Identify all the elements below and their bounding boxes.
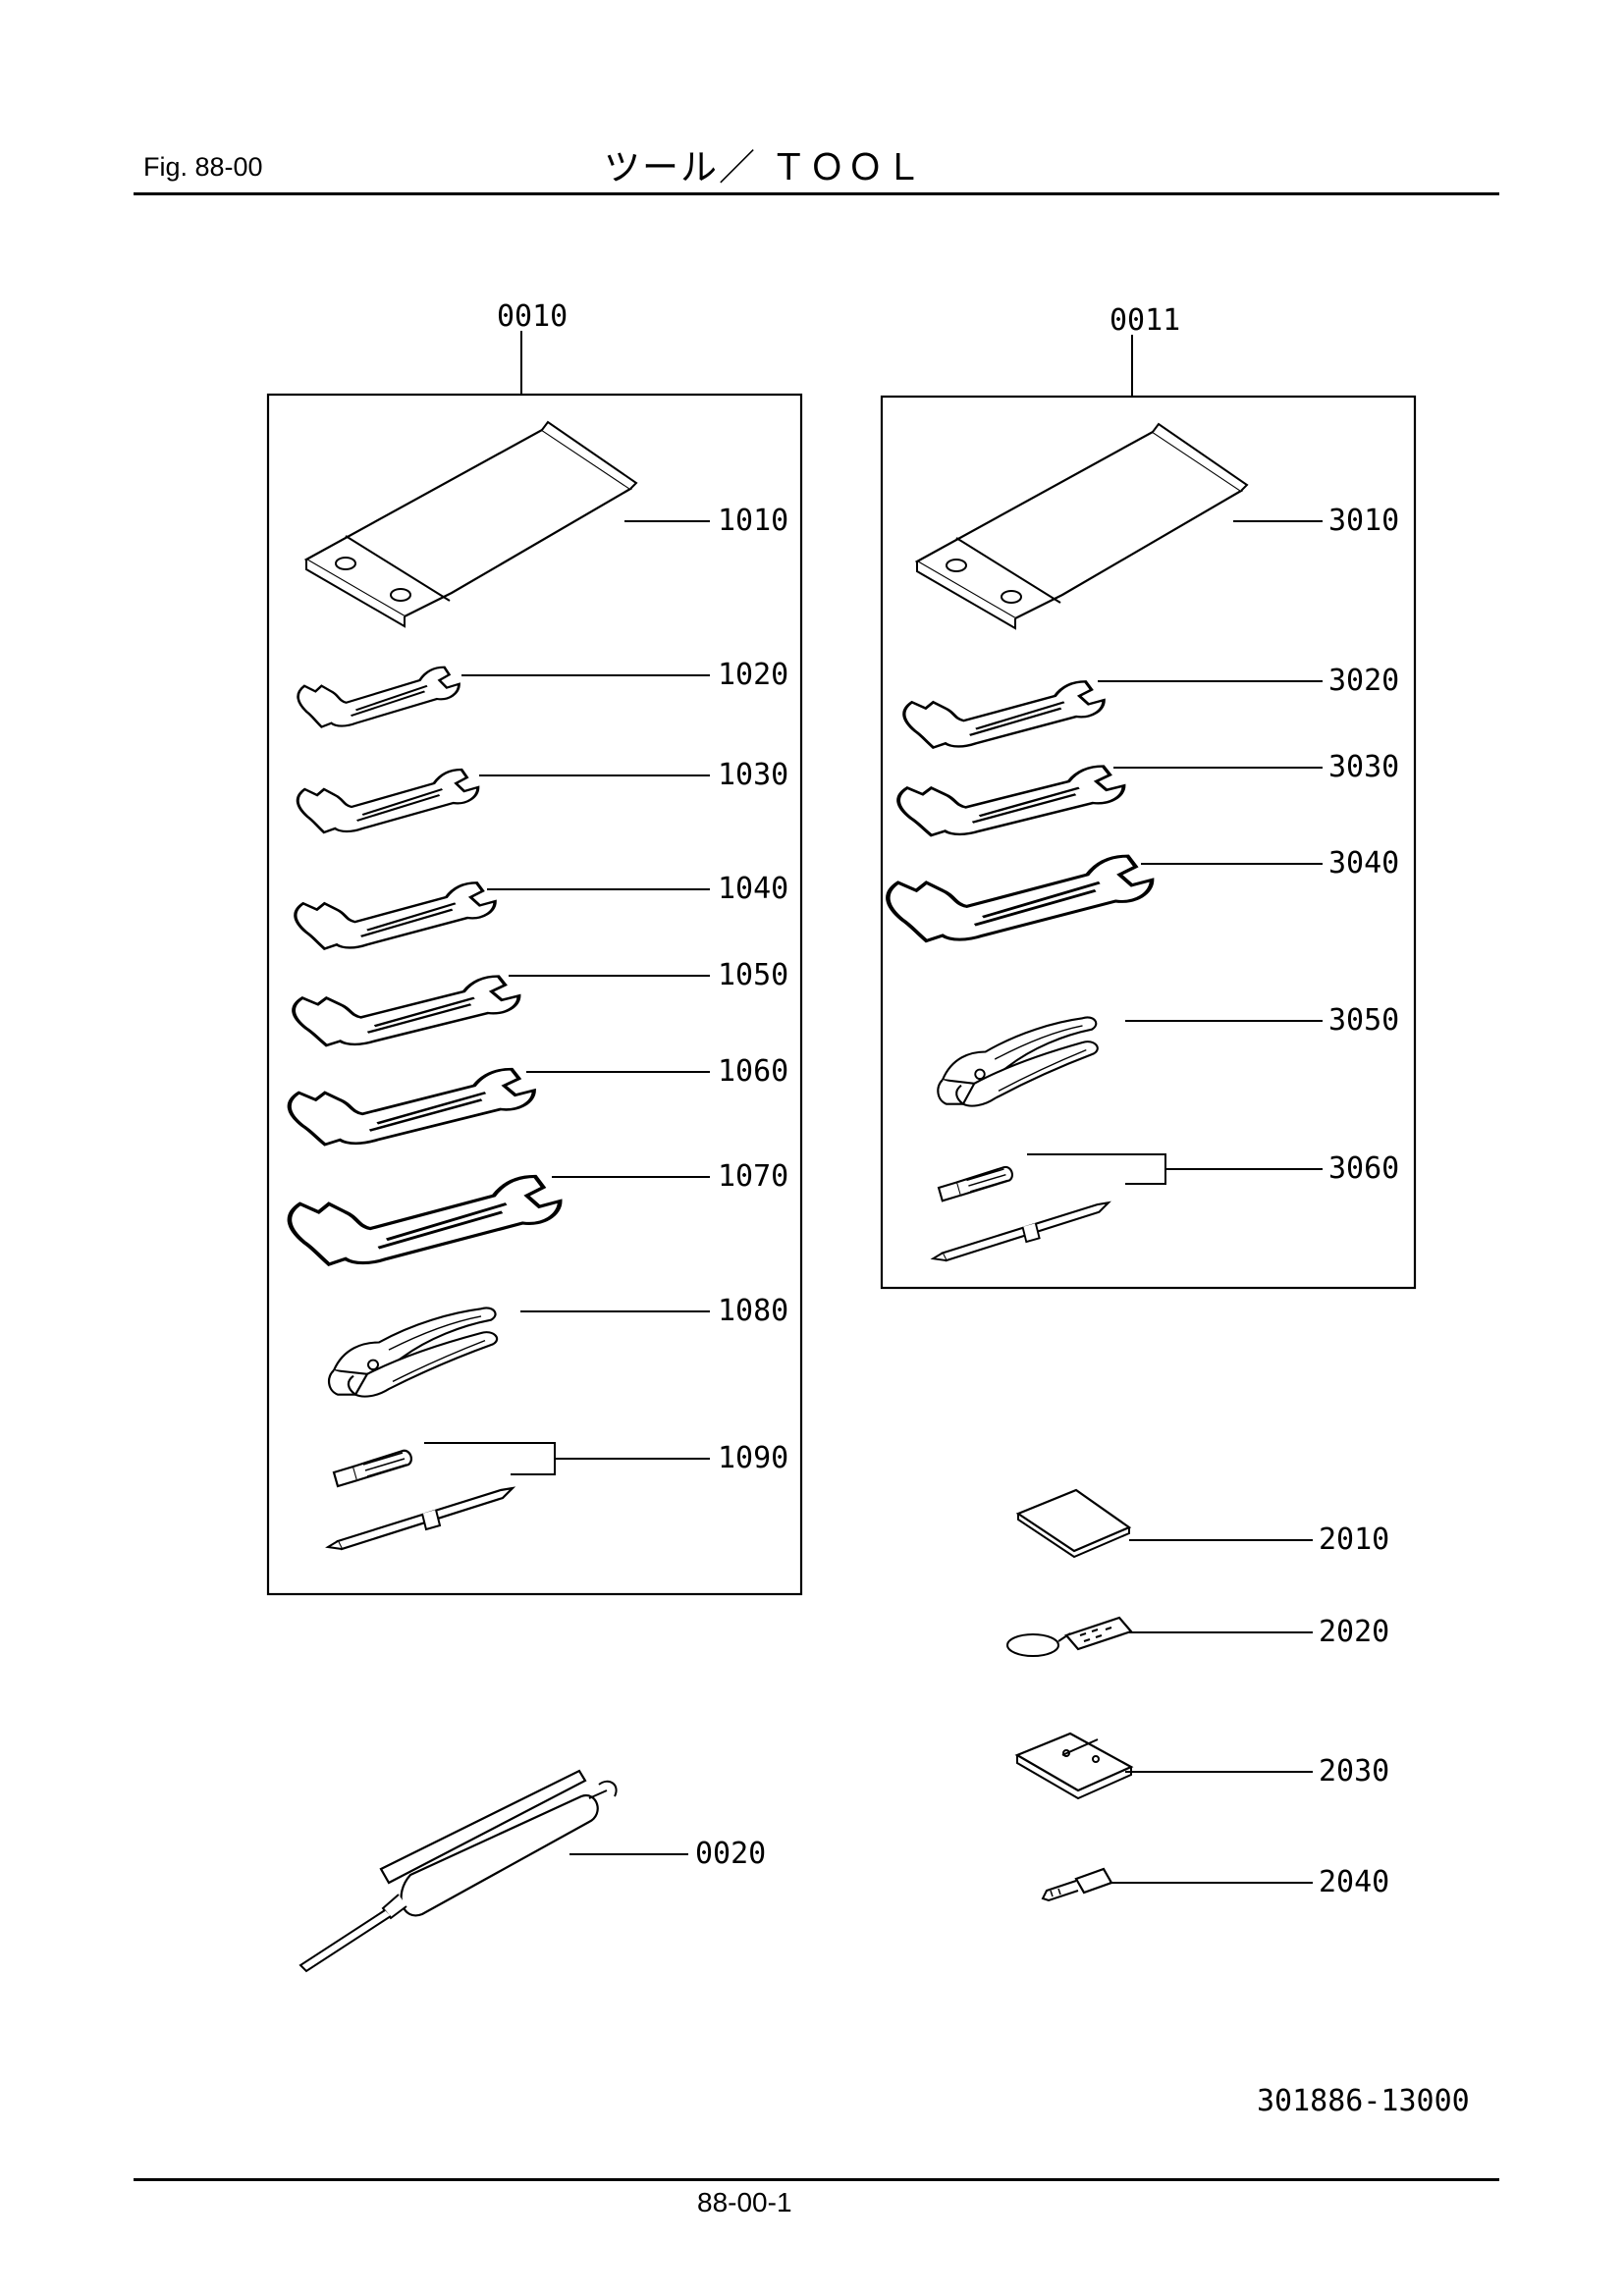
screwdriver-set-3060 xyxy=(932,1165,1110,1262)
wrench-1060 xyxy=(290,1069,534,1145)
callout-2030: 2030 xyxy=(1319,1754,1389,1789)
callout-0020: 0020 xyxy=(695,1837,766,1871)
screwdriver-set-1090 xyxy=(326,1449,514,1551)
figure-label: Fig. 88-00 xyxy=(143,152,263,182)
callout-2040: 2040 xyxy=(1319,1865,1389,1899)
wrench-1030 xyxy=(296,768,480,834)
callout-1080: 1080 xyxy=(718,1294,788,1328)
manual-2010 xyxy=(1015,1488,1132,1559)
document-number: 301886-13000 xyxy=(1257,2084,1470,2118)
kit-0010-frame xyxy=(266,393,803,1596)
callout-2020: 2020 xyxy=(1319,1615,1389,1649)
callout-1060: 1060 xyxy=(718,1054,788,1089)
tool-bag-1010 xyxy=(304,420,638,628)
callout-3040: 3040 xyxy=(1328,846,1399,881)
callout-2010: 2010 xyxy=(1319,1522,1389,1557)
callout-1090: 1090 xyxy=(718,1441,788,1475)
pliers-3050 xyxy=(937,1016,1099,1107)
wrench-1020 xyxy=(297,666,460,728)
wrench-3020 xyxy=(902,679,1106,750)
callout-1070: 1070 xyxy=(718,1159,788,1194)
key-2040 xyxy=(1041,1867,1113,1902)
callout-1050: 1050 xyxy=(718,958,788,992)
kit-0011-code: 0011 xyxy=(1110,303,1180,338)
grease-gun-0020 xyxy=(298,1769,618,1973)
plate-2030 xyxy=(1014,1732,1134,1800)
kit-0011-frame xyxy=(880,395,1417,1290)
callout-1030: 1030 xyxy=(718,758,788,792)
header-rule xyxy=(134,192,1499,195)
footer-rule xyxy=(134,2178,1499,2181)
callout-3030: 3030 xyxy=(1328,750,1399,784)
wrench-1040 xyxy=(294,881,497,951)
kit-0010-code: 0010 xyxy=(497,299,568,334)
tool-bag-3010 xyxy=(915,422,1249,630)
wrench-1050 xyxy=(292,974,521,1047)
page-title: ツール／ ＴＯＯＬ xyxy=(604,146,924,188)
callout-3020: 3020 xyxy=(1328,664,1399,698)
wrench-3040 xyxy=(888,856,1152,940)
callout-1040: 1040 xyxy=(718,872,788,906)
callout-1010: 1010 xyxy=(718,504,788,538)
page-number: 88-00-1 xyxy=(697,2187,792,2217)
callout-3060: 3060 xyxy=(1328,1151,1399,1186)
wrench-1070 xyxy=(290,1176,560,1264)
pliers-1080 xyxy=(327,1307,499,1398)
callout-1020: 1020 xyxy=(718,658,788,692)
wrench-3030 xyxy=(896,764,1126,837)
callout-3050: 3050 xyxy=(1328,1003,1399,1038)
tag-2020 xyxy=(1006,1616,1133,1657)
callout-3010: 3010 xyxy=(1328,504,1399,538)
